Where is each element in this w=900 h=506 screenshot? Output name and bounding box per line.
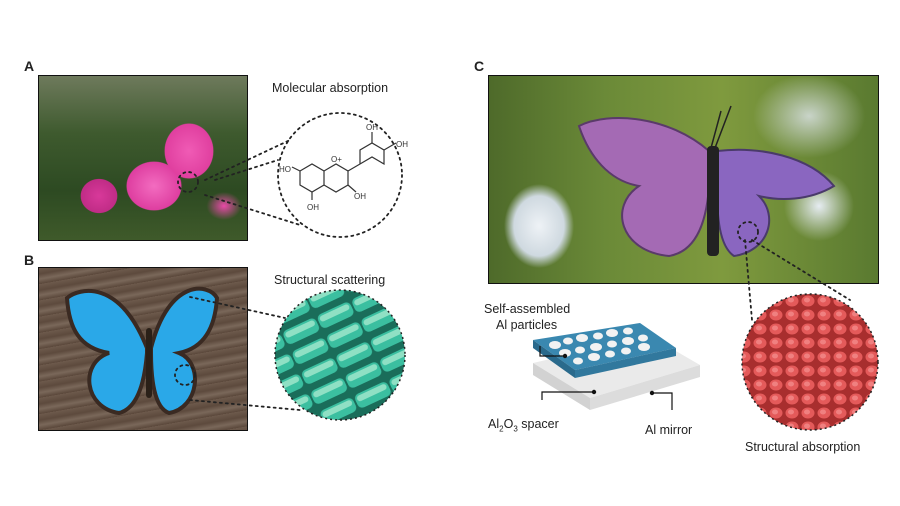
layer-stack-diagram: [533, 323, 700, 410]
cyanidin-structure: [291, 132, 397, 200]
oh-right-label: OH: [396, 140, 408, 149]
painted-butterfly-photo: [488, 75, 879, 284]
structural-absorption-caption: Structural absorption: [745, 440, 861, 454]
panel-label-a: A: [24, 58, 35, 74]
panel-label-c: C: [474, 58, 485, 74]
panel-label-b: B: [24, 252, 35, 268]
oh-top-label: OH: [366, 123, 378, 132]
o-plus-label: O+: [331, 155, 342, 164]
particles-label-line2: Al particles: [496, 318, 558, 332]
azalea-photo: [38, 75, 248, 241]
oh-bottom-label: OH: [307, 203, 319, 212]
morpho-butterfly: [64, 286, 220, 416]
structurally-colored-butterfly: [577, 105, 836, 258]
ho-label: HO: [279, 165, 291, 174]
structural-scattering-caption: Structural scattering: [274, 273, 386, 287]
mirror-label: Al mirror: [645, 423, 693, 437]
scale-microscopy-circle: [274, 289, 406, 421]
molecule-zoom-circle: [277, 112, 403, 238]
oh-mid-label: OH: [354, 192, 366, 201]
particles-label-line1: Self-assembled: [484, 302, 571, 316]
morpho-butterfly-photo: [38, 267, 248, 431]
particle-micrograph-circle: [741, 293, 879, 431]
molecular-absorption-caption: Molecular absorption: [272, 81, 389, 95]
spacer-label: Al2O3 spacer: [488, 417, 559, 434]
